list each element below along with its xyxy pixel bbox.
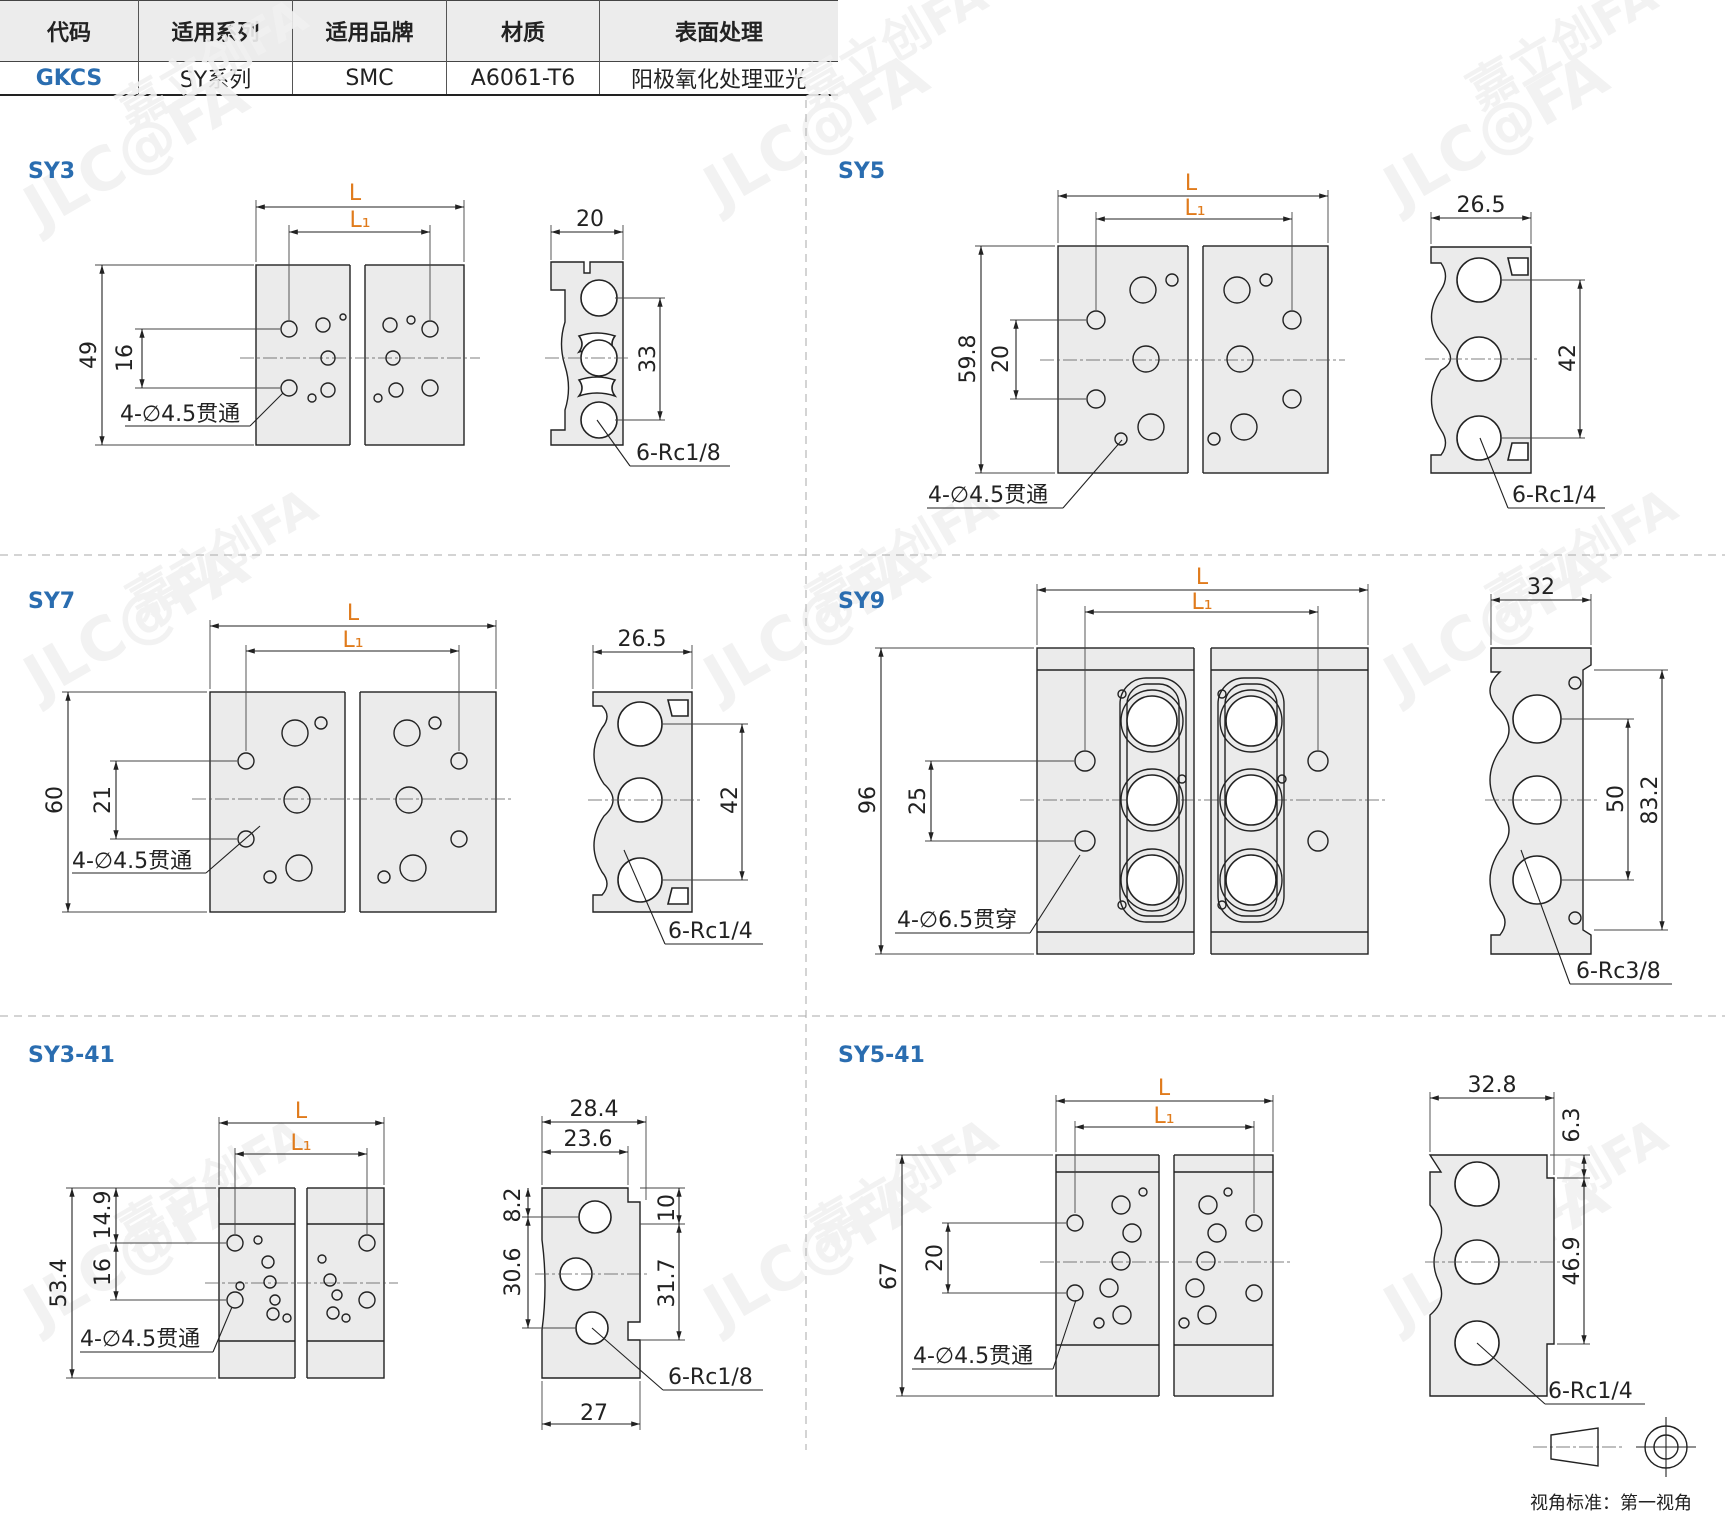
cell-code: GKCS (0, 61, 139, 95)
dim-height: 60 (43, 786, 68, 814)
panel-sy9: SY9 L L₁ (838, 565, 1672, 985)
cell-material: A6061-T6 (446, 61, 600, 95)
cell-surface: 阳极氧化处理亚光 (630, 68, 807, 93)
dim-offset: 8.2 (501, 1188, 526, 1223)
dim-height: 59.8 (956, 335, 981, 384)
label-holes: 4-∅4.5贯通 (928, 483, 1048, 508)
panel-sy5: SY5 L L₁ 59.8 20 4-∅4.5贯通 (838, 159, 1605, 509)
dim-top-offset: 6.3 (1560, 1108, 1585, 1143)
dim-L1: L₁ (349, 208, 370, 233)
dim-port-pitch: 30.6 (501, 1248, 526, 1297)
dim-base: 27 (580, 1401, 608, 1426)
header-code: 代码 (0, 0, 139, 62)
dim-L: L (1196, 565, 1209, 590)
label-ports: 6-Rc1/4 (668, 919, 753, 944)
dim-L: L (349, 181, 362, 206)
mounting-holes (280, 313, 439, 403)
dim-ear-pitch: 46.9 (1560, 1237, 1585, 1286)
mounting-holes (226, 1234, 376, 1323)
dim-L1: L₁ (342, 628, 363, 653)
dim-port-pitch: 33 (636, 345, 661, 373)
label-holes: 4-∅4.5贯通 (120, 402, 240, 427)
dim-pitch: 20 (989, 345, 1014, 373)
label-holes: 4-∅4.5贯通 (913, 1344, 1033, 1369)
dim-width-inner: 23.6 (564, 1127, 613, 1152)
dim-L: L (295, 1099, 308, 1124)
panel-sy3: SY3 L L₁ 49 16 4-∅4.5贯通 (28, 159, 730, 467)
dim-top-right: 10 (655, 1194, 680, 1222)
dim-width: 32.8 (1468, 1073, 1517, 1098)
dim-pitch: 16 (91, 1258, 116, 1286)
header-series: 适用系列 (138, 0, 293, 62)
label-holes: 4-∅4.5贯通 (80, 1327, 200, 1352)
dim-height: 49 (77, 341, 102, 369)
spec-header-row: 代码 适用系列 适用品牌 材质 表面处理 (0, 0, 838, 62)
mounting-holes (1086, 273, 1302, 446)
dim-pitch: 20 (923, 1244, 948, 1272)
dim-L1: L₁ (1153, 1104, 1174, 1129)
panel-title: SY5-41 (838, 1043, 925, 1068)
panel-title: SY7 (28, 589, 75, 614)
header-surface: 表面处理 (599, 0, 838, 62)
cell-series: SY系列 (138, 61, 293, 95)
cell-brand: SMC (292, 61, 447, 95)
dim-top: 14.9 (91, 1191, 116, 1240)
dim-pitch: 21 (91, 786, 116, 814)
dim-L: L (1158, 1076, 1171, 1101)
projection-symbol: 视角标准：第一视角 (1530, 1417, 1696, 1514)
dim-port-pitch: 50 (1604, 785, 1629, 813)
dim-L: L (347, 601, 360, 626)
panel-sy5-41: SY5-41 L L₁ 67 20 4-∅4.5贯通 (838, 1043, 1645, 1410)
mounting-holes (1066, 1187, 1263, 1329)
dim-pitch: 16 (113, 344, 138, 372)
watermark: JLC@FA 嘉立创FA JLC@FA 嘉立创FA JLC@FA 嘉立创FA J… (9, 0, 1686, 1345)
dim-height: 53.4 (47, 1259, 72, 1308)
dim-width: 28.4 (570, 1097, 619, 1122)
label-ports: 6-Rc3/8 (1576, 959, 1661, 984)
mounting-holes (1074, 750, 1329, 852)
valve-outline-left (1117, 677, 1187, 923)
header-brand: 适用品牌 (292, 0, 447, 62)
dim-L1: L₁ (1184, 196, 1205, 221)
header-material: 材质 (446, 0, 600, 62)
dim-port-pitch: 42 (718, 786, 743, 814)
dim-height: 67 (877, 1262, 902, 1290)
panel-title: SY9 (838, 589, 885, 614)
label-ports: 6-Rc1/8 (668, 1365, 753, 1390)
truncated-cone-icon (1550, 1427, 1599, 1467)
label-ports: 6-Rc1/4 (1512, 483, 1597, 508)
dim-mid-right: 31.7 (655, 1259, 680, 1308)
panel-title: SY3-41 (28, 1043, 115, 1068)
dim-L1: L₁ (290, 1131, 311, 1156)
dim-pitch: 25 (906, 787, 931, 815)
label-ports: 6-Rc1/4 (1548, 1379, 1633, 1404)
spec-table: 代码 适用系列 适用品牌 材质 表面处理 GKCS SY系列 SMC A6061… (0, 0, 838, 96)
panel-sy7: SY7 L L₁ 60 21 4-∅4.5贯通 (28, 589, 763, 945)
spec-row: GKCS SY系列 SMC A6061-T6 阳极氧化处理亚光 (0, 61, 838, 95)
dim-width: 26.5 (618, 627, 667, 652)
label-holes: 4-∅6.5贯穿 (897, 908, 1017, 933)
mounting-holes (237, 716, 468, 884)
dim-L1: L₁ (1191, 590, 1212, 615)
dim-width: 20 (576, 207, 604, 232)
dim-width: 32 (1527, 575, 1555, 600)
panel-title: SY5 (838, 159, 885, 184)
panel-title: SY3 (28, 159, 75, 184)
dim-ear-pitch: 83.2 (1638, 776, 1663, 825)
section-break (350, 250, 365, 460)
dim-width: 26.5 (1457, 193, 1506, 218)
projection-label: 视角标准：第一视角 (1530, 1493, 1692, 1514)
panel-sy3-41: SY3-41 L L₁ 53.4 14.9 16 4-∅4.5贯通 (28, 1043, 763, 1430)
dim-port-pitch: 42 (1556, 344, 1581, 372)
label-holes: 4-∅4.5贯通 (72, 849, 192, 874)
valve-outline-right (1217, 677, 1287, 923)
manifold-side (541, 1187, 641, 1379)
dim-L: L (1185, 171, 1198, 196)
dim-height: 96 (856, 786, 881, 814)
label-ports: 6-Rc1/8 (636, 441, 721, 466)
